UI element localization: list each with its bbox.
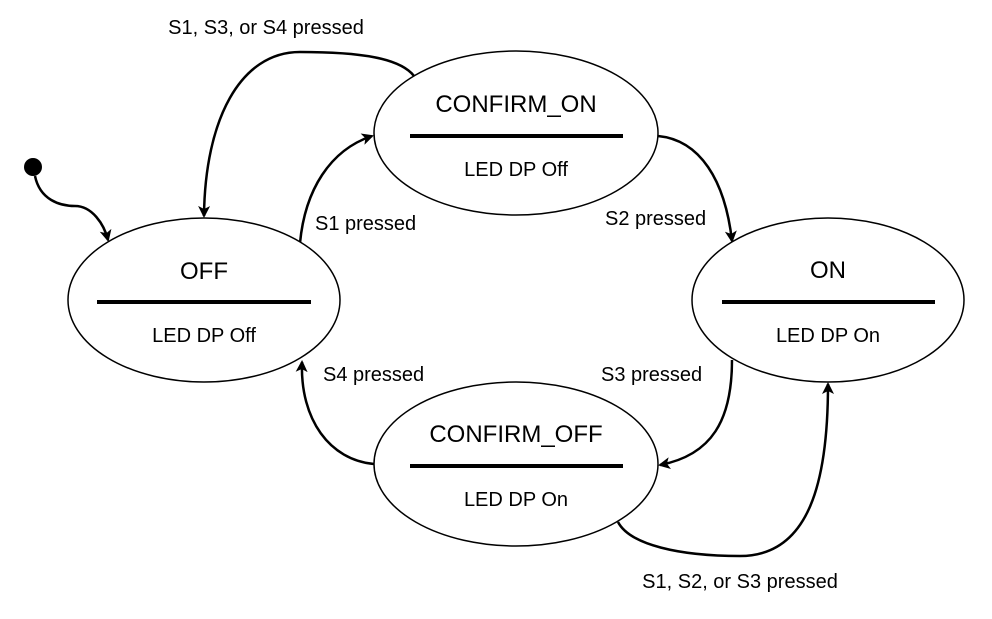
initial-transition-arrow: [33, 175, 112, 242]
state-confirm-off-name: CONFIRM_OFF: [429, 421, 602, 448]
state-confirm-on-action: LED DP Off: [464, 159, 568, 181]
transition-arrow-confirm-off-to-off: [295, 360, 375, 466]
label-off-to-confirm-on: S1 pressed: [315, 213, 416, 235]
state-off-name: OFF: [180, 258, 228, 285]
state-off: OFF LED DP Off: [67, 217, 341, 383]
label-confirm-on-to-off: S1, S3, or S4 pressed: [168, 17, 364, 39]
label-confirm-off-to-off: S4 pressed: [323, 364, 424, 386]
state-confirm-off: CONFIRM_OFF LED DP On: [373, 381, 659, 547]
transition-arrow-on-to-confirm-off: [658, 359, 734, 469]
state-confirm-on: CONFIRM_ON LED DP Off: [373, 50, 659, 216]
state-on-action: LED DP On: [776, 325, 880, 347]
label-confirm-on-to-on: S2 pressed: [605, 208, 706, 230]
state-confirm-off-action: LED DP On: [464, 489, 568, 511]
state-off-action: LED DP Off: [152, 325, 256, 347]
state-confirm-on-name: CONFIRM_ON: [435, 91, 596, 118]
initial-state-dot: [24, 158, 42, 176]
transition-arrow-off-to-confirm-on: [298, 133, 374, 244]
state-on: ON LED DP On: [691, 217, 965, 383]
transition-arrow-confirm-on-to-off: [198, 50, 415, 218]
state-on-name: ON: [810, 257, 846, 284]
transition-arrow-confirm-off-to-on: [616, 382, 834, 558]
label-confirm-off-to-on: S1, S2, or S3 pressed: [642, 571, 838, 593]
label-on-to-confirm-off: S3 pressed: [601, 364, 702, 386]
transition-arrow-confirm-on-to-on: [657, 134, 737, 243]
